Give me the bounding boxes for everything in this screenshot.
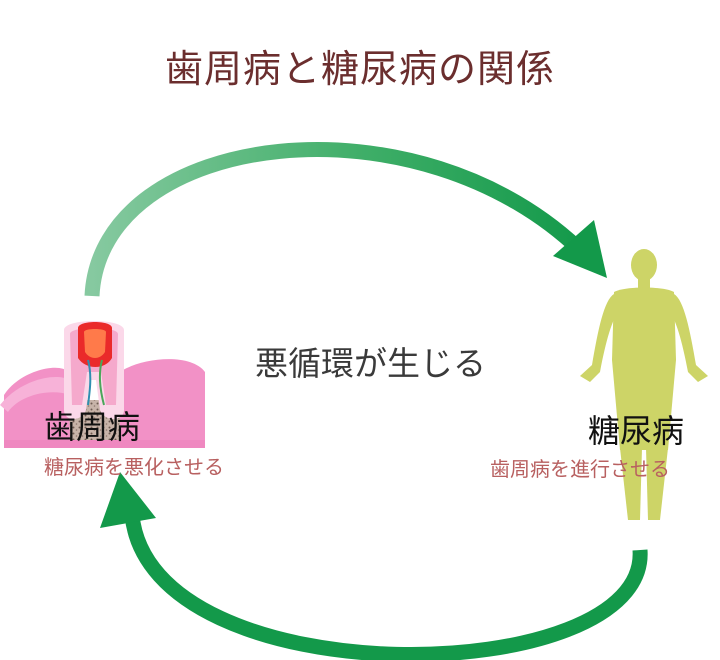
arrow-periodontal-to-diabetes: [84, 142, 607, 297]
periodontal-sublabel: 糖尿病を悪化させる: [44, 455, 224, 479]
periodontal-label: 歯周病: [44, 408, 141, 446]
human-body-icon: [580, 249, 708, 520]
diagram-title: 歯周病と糖尿病の関係: [164, 47, 555, 91]
tooth-cross-section-icon: [0, 321, 205, 448]
arrow-diabetes-to-periodontal: [100, 472, 648, 660]
diabetes-label: 糖尿病: [588, 412, 685, 450]
vicious-cycle-label: 悪循環が生じる: [255, 344, 486, 383]
diabetes-sublabel: 歯周病を進行させる: [490, 457, 670, 481]
